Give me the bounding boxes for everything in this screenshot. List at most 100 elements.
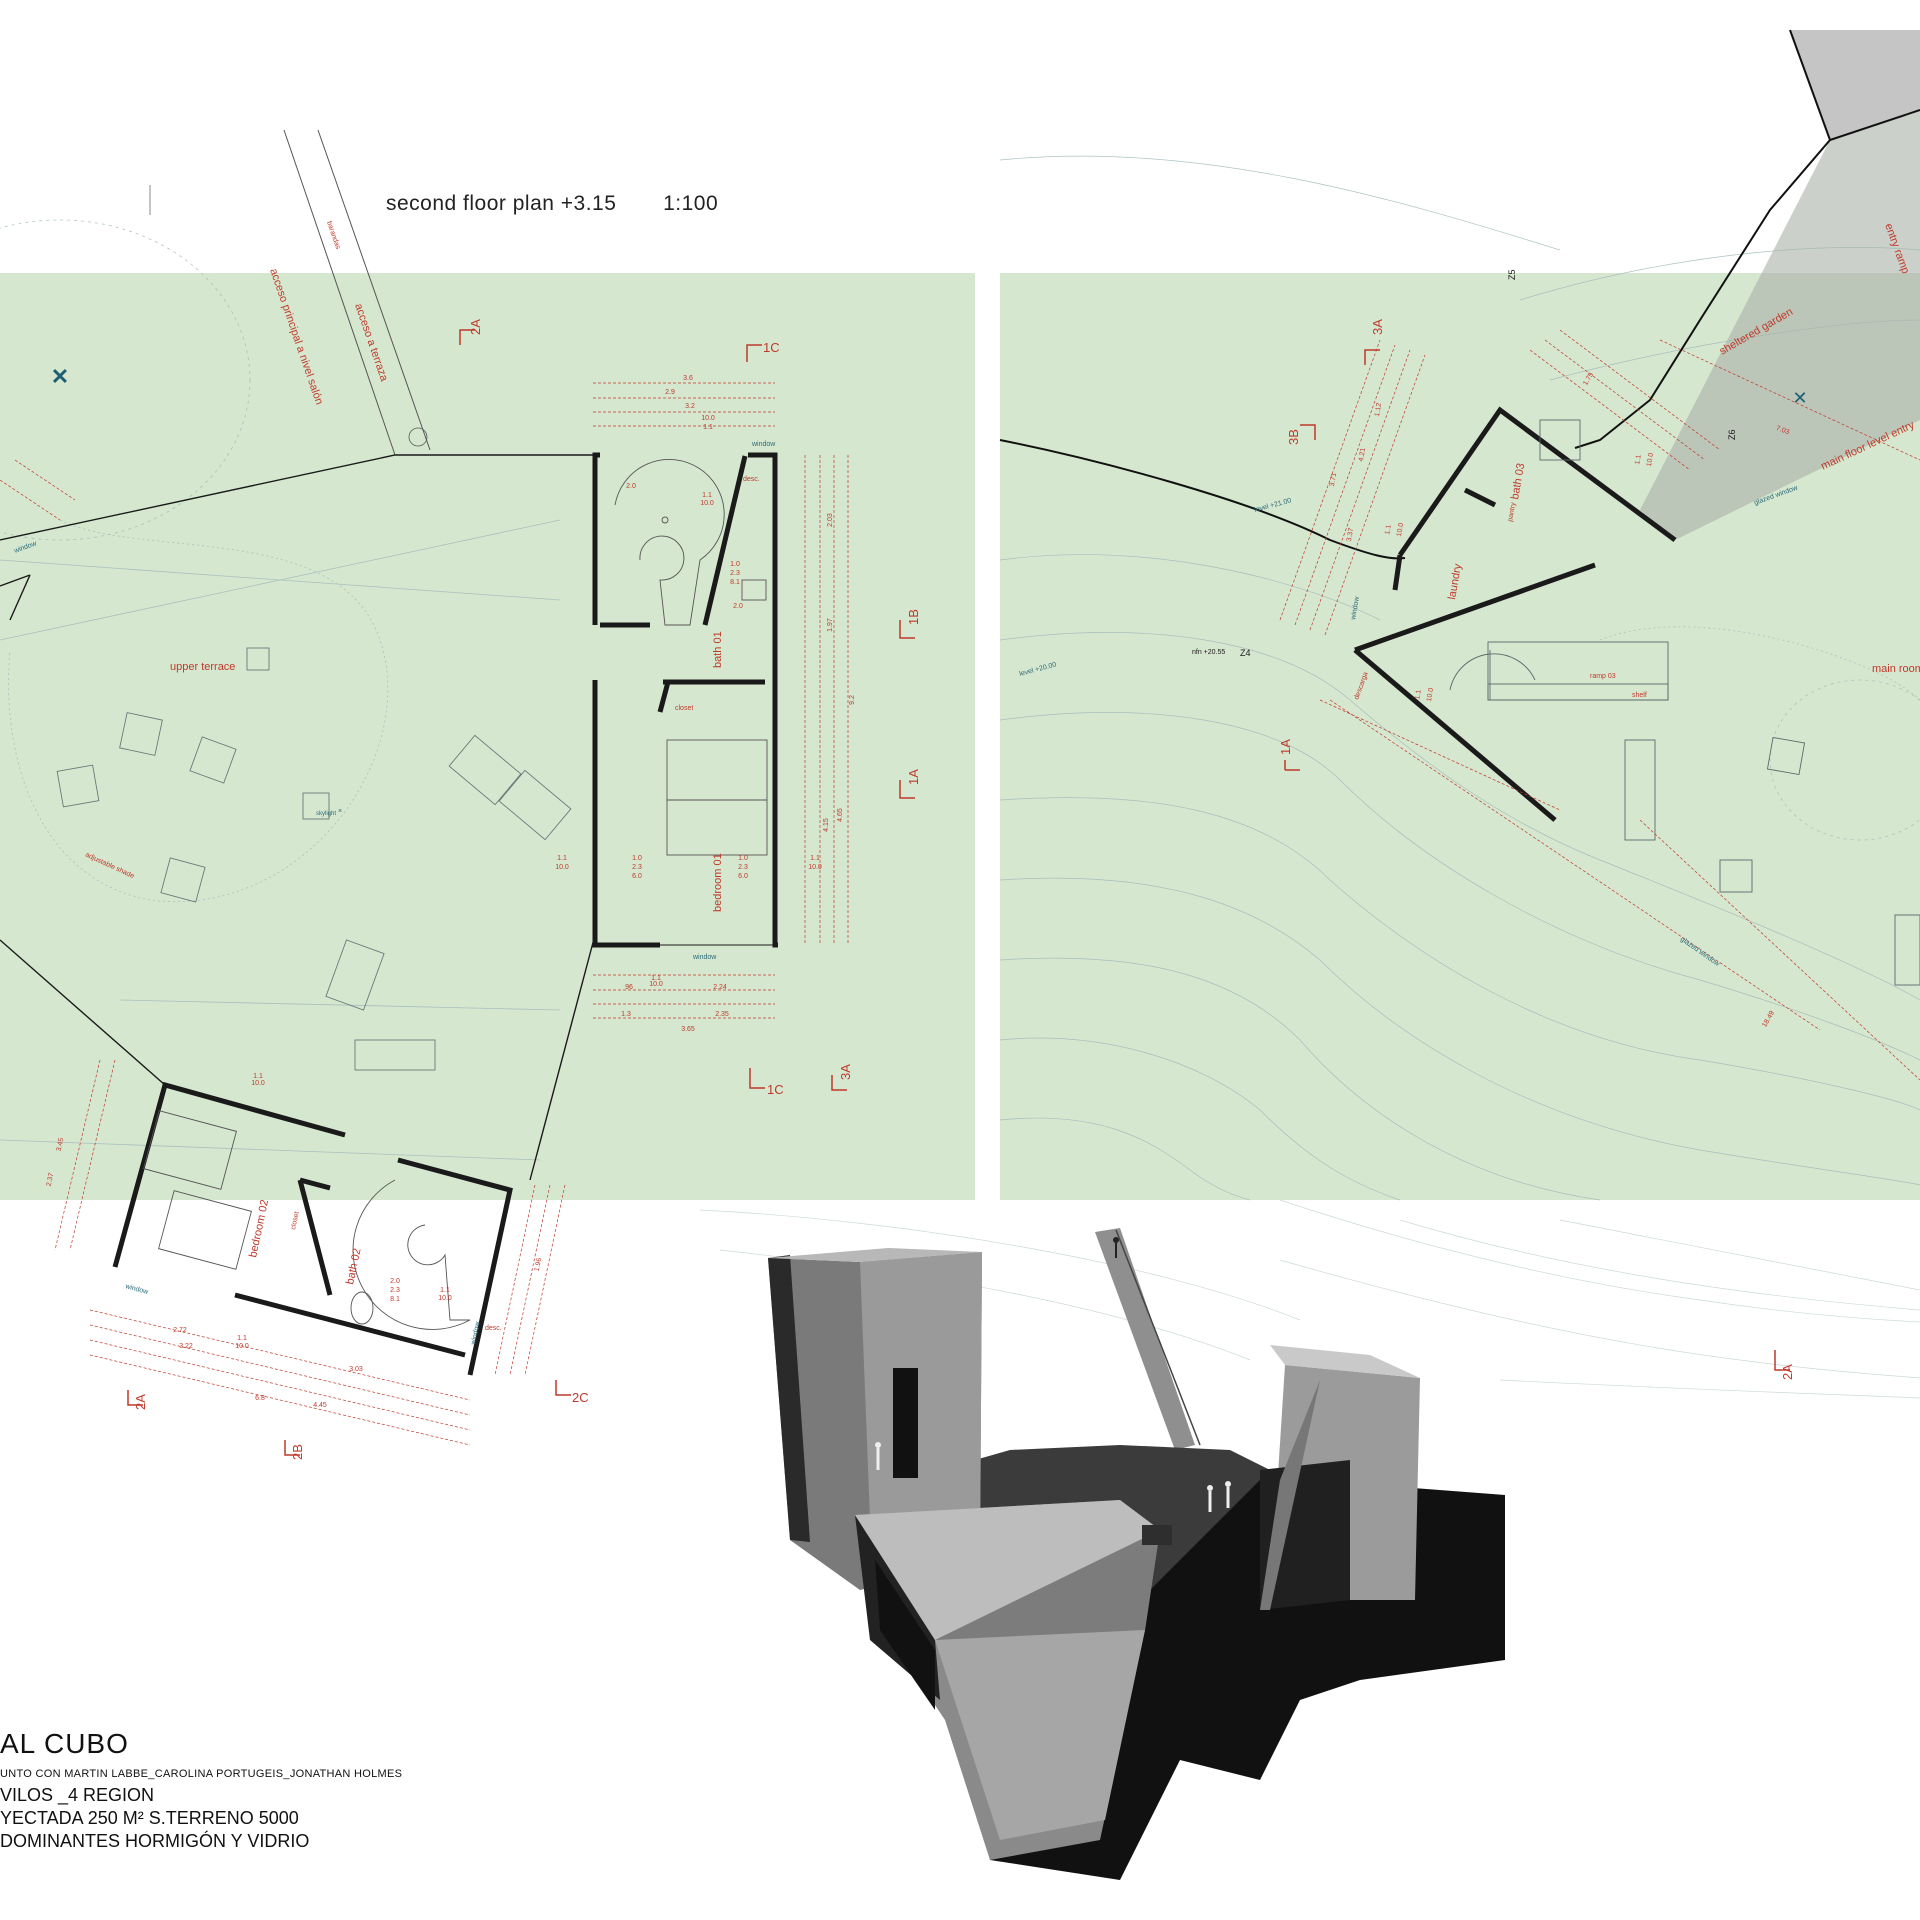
svg-text:2.3: 2.3 [738,864,748,871]
svg-text:8.1: 8.1 [730,579,740,586]
svg-text:3.45: 3.45 [56,1137,66,1152]
svg-text:2B: 2B [290,1444,305,1460]
svg-text:2.0: 2.0 [733,603,743,610]
svg-text:2.03: 2.03 [827,513,834,527]
dimension-lines-right [1279,329,1920,1081]
svg-text:2.0: 2.0 [626,483,636,490]
svg-text:1.0: 1.0 [738,855,748,862]
access-walkways [149,129,431,456]
room-label-bedroom-01: bedroom 01 [712,853,724,912]
svg-text:1.1: 1.1 [703,424,713,431]
svg-text:2.3: 2.3 [632,864,642,871]
level-marks-right: Z5 Z6 Z4 [1240,269,1737,658]
svg-text:1.3: 1.3 [621,1011,631,1018]
svg-text:10.0: 10.0 [1396,522,1405,537]
svg-text:desc.: desc. [485,1325,502,1332]
window-labels-left: window window window window desc. desc. … [12,441,776,1346]
svg-text:6.0: 6.0 [738,873,748,880]
svg-text:3.65: 3.65 [681,1026,695,1033]
npt-label: nfn +20.55 [1192,649,1225,656]
drawing-title: second floor plan +3.15 1:100 [386,192,718,216]
north-arrow-icon-right: ✕ [1792,388,1807,408]
svg-text:96: 96 [625,984,633,991]
acceso-terraza-label: acceso a terraza [352,302,390,384]
svg-text:1A: 1A [906,769,921,785]
bedroom-01-walls [592,452,778,948]
svg-text:2.24: 2.24 [713,984,727,991]
svg-text:10.0: 10.0 [1426,687,1435,702]
project-info: AL CUBO UNTO CON MARTIN LABBE_CAROLINA P… [0,1728,402,1853]
svg-text:1.1: 1.1 [651,975,661,982]
skylight-symbol: × [338,808,342,815]
svg-text:window: window [12,540,38,555]
adjustable-shade-label: adjustable shade [84,851,135,880]
closet-label-1: closet [675,705,693,712]
svg-text:6.8: 6.8 [255,1395,265,1402]
svg-text:2A: 2A [468,319,483,335]
svg-text:2C: 2C [572,1390,589,1405]
svg-text:2.3: 2.3 [390,1287,400,1294]
svg-text:10.0: 10.0 [808,864,822,871]
level-2000-label: level +20.00 [1019,661,1058,678]
svg-text:window: window [751,441,776,448]
svg-text:1.1: 1.1 [1384,524,1393,535]
svg-text:1C: 1C [763,340,780,355]
room-label-main-room: main room [1872,663,1920,675]
dimension-values-left: 3.6 2.9 3.2 10.0 1.1 2.03 1.97 9.2 4.65 … [46,375,856,1409]
project-materials: DOMINANTES HORMIGÓN Y VIDRIO [0,1831,310,1851]
svg-text:1.96: 1.96 [534,1257,544,1272]
svg-text:3.71: 3.71 [1329,472,1338,487]
svg-text:desc.: desc. [743,476,760,483]
room-label-laundry: laundry [1446,562,1464,600]
skylight-label: skylight [316,811,336,817]
svg-text:10.0: 10.0 [701,415,715,422]
svg-text:10.0: 10.0 [649,981,663,988]
svg-text:9.2: 9.2 [849,695,856,705]
svg-text:1.12: 1.12 [1374,402,1383,417]
svg-text:1.1: 1.1 [557,855,567,862]
project-credits: UNTO CON MARTIN LABBE_CAROLINA PORTUGEIS… [0,1768,403,1780]
svg-text:3.6: 3.6 [683,375,693,382]
svg-text:2.72: 2.72 [173,1327,187,1334]
svg-text:Z4: Z4 [1240,648,1251,658]
section-markers-left [127,329,915,1456]
svg-text:1.0: 1.0 [730,561,740,568]
svg-text:10.0: 10.0 [555,864,569,871]
svg-text:3A: 3A [838,1064,853,1080]
room-label-bath-01: bath 01 [712,631,724,668]
bedroom-02-details [143,1110,471,1330]
left-plan-background [0,273,975,1200]
svg-text:1.1: 1.1 [237,1335,247,1342]
svg-text:2.37: 2.37 [46,1172,56,1187]
annotations-left: acceso principal a nivel salón acceso a … [267,220,390,406]
terrace-furniture [56,647,572,1071]
right-building-walls [1353,406,1677,822]
svg-text:4.15: 4.15 [823,818,830,832]
svg-text:3B: 3B [1286,429,1301,445]
svg-text:2.3: 2.3 [730,570,740,577]
svg-text:1C: 1C [767,1082,784,1097]
descarga-label: descarga [1353,671,1369,701]
glazed-window-label-2: glazed window [1679,936,1721,969]
room-label-upper-terrace: upper terrace [170,661,235,673]
svg-text:Z5: Z5 [1507,269,1517,280]
svg-text:1.1: 1.1 [810,855,820,862]
svg-text:4.65: 4.65 [837,808,844,822]
bedroom-01-details [614,459,768,856]
svg-text:3.37: 3.37 [1346,527,1355,542]
svg-text:2.9: 2.9 [665,389,675,396]
level-2100-label: level +21.00 [1254,497,1293,514]
axonometric-render [768,1228,1505,1880]
svg-text:window: window [124,1283,150,1296]
room-labels-left: upper terrace bath 01 bedroom 01 bedroom… [84,631,724,1285]
svg-text:10.0: 10.0 [700,500,714,507]
terrain-lines-right [999,29,1920,560]
project-location: VILOS _4 REGION [0,1785,155,1805]
svg-text:2.0: 2.0 [390,1278,400,1285]
section-labels-right: 3A 3B 1A 2A [1278,319,1795,1380]
svg-text:3.03: 3.03 [349,1366,363,1373]
svg-text:10.0: 10.0 [235,1343,249,1350]
svg-text:4.45: 4.45 [313,1402,327,1409]
svg-text:2A: 2A [1780,1364,1795,1380]
